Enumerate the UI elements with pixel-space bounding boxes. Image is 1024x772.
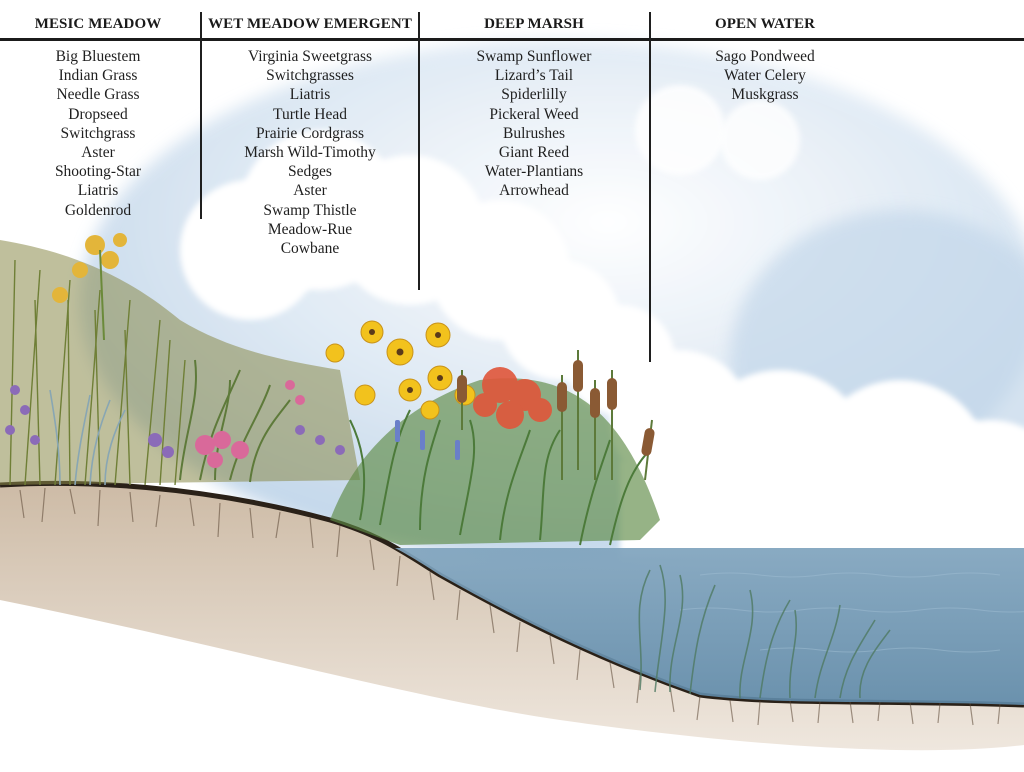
marsh-vegetation [325,320,660,546]
meadow-vegetation [0,233,360,486]
clouds [180,85,1024,580]
open-water [395,548,1024,705]
